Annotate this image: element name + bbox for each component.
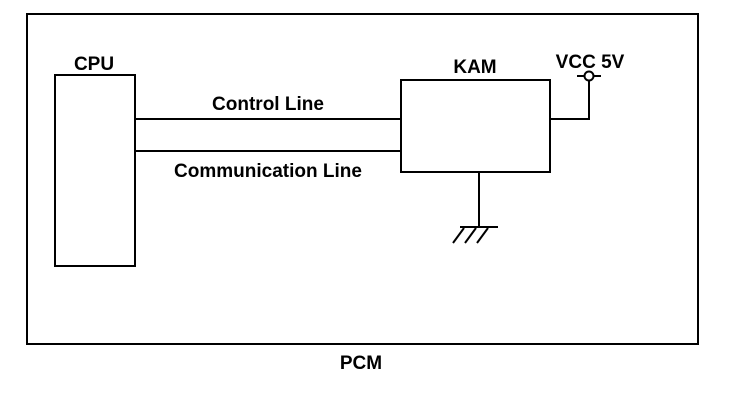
vcc-terminal-icon <box>583 70 595 82</box>
cpu-block <box>54 74 136 267</box>
control-line-label: Control Line <box>212 94 324 115</box>
vcc-wire <box>550 81 590 120</box>
communication-line-label: Communication Line <box>174 161 362 182</box>
kam-block <box>400 79 551 173</box>
vcc-label: VCC 5V <box>556 52 625 73</box>
ground-symbol-icon <box>452 226 498 244</box>
cpu-label: CPU <box>74 54 114 75</box>
pcm-label: PCM <box>340 353 382 374</box>
kam-label: KAM <box>453 57 496 78</box>
pcm-enclosure <box>26 13 699 345</box>
